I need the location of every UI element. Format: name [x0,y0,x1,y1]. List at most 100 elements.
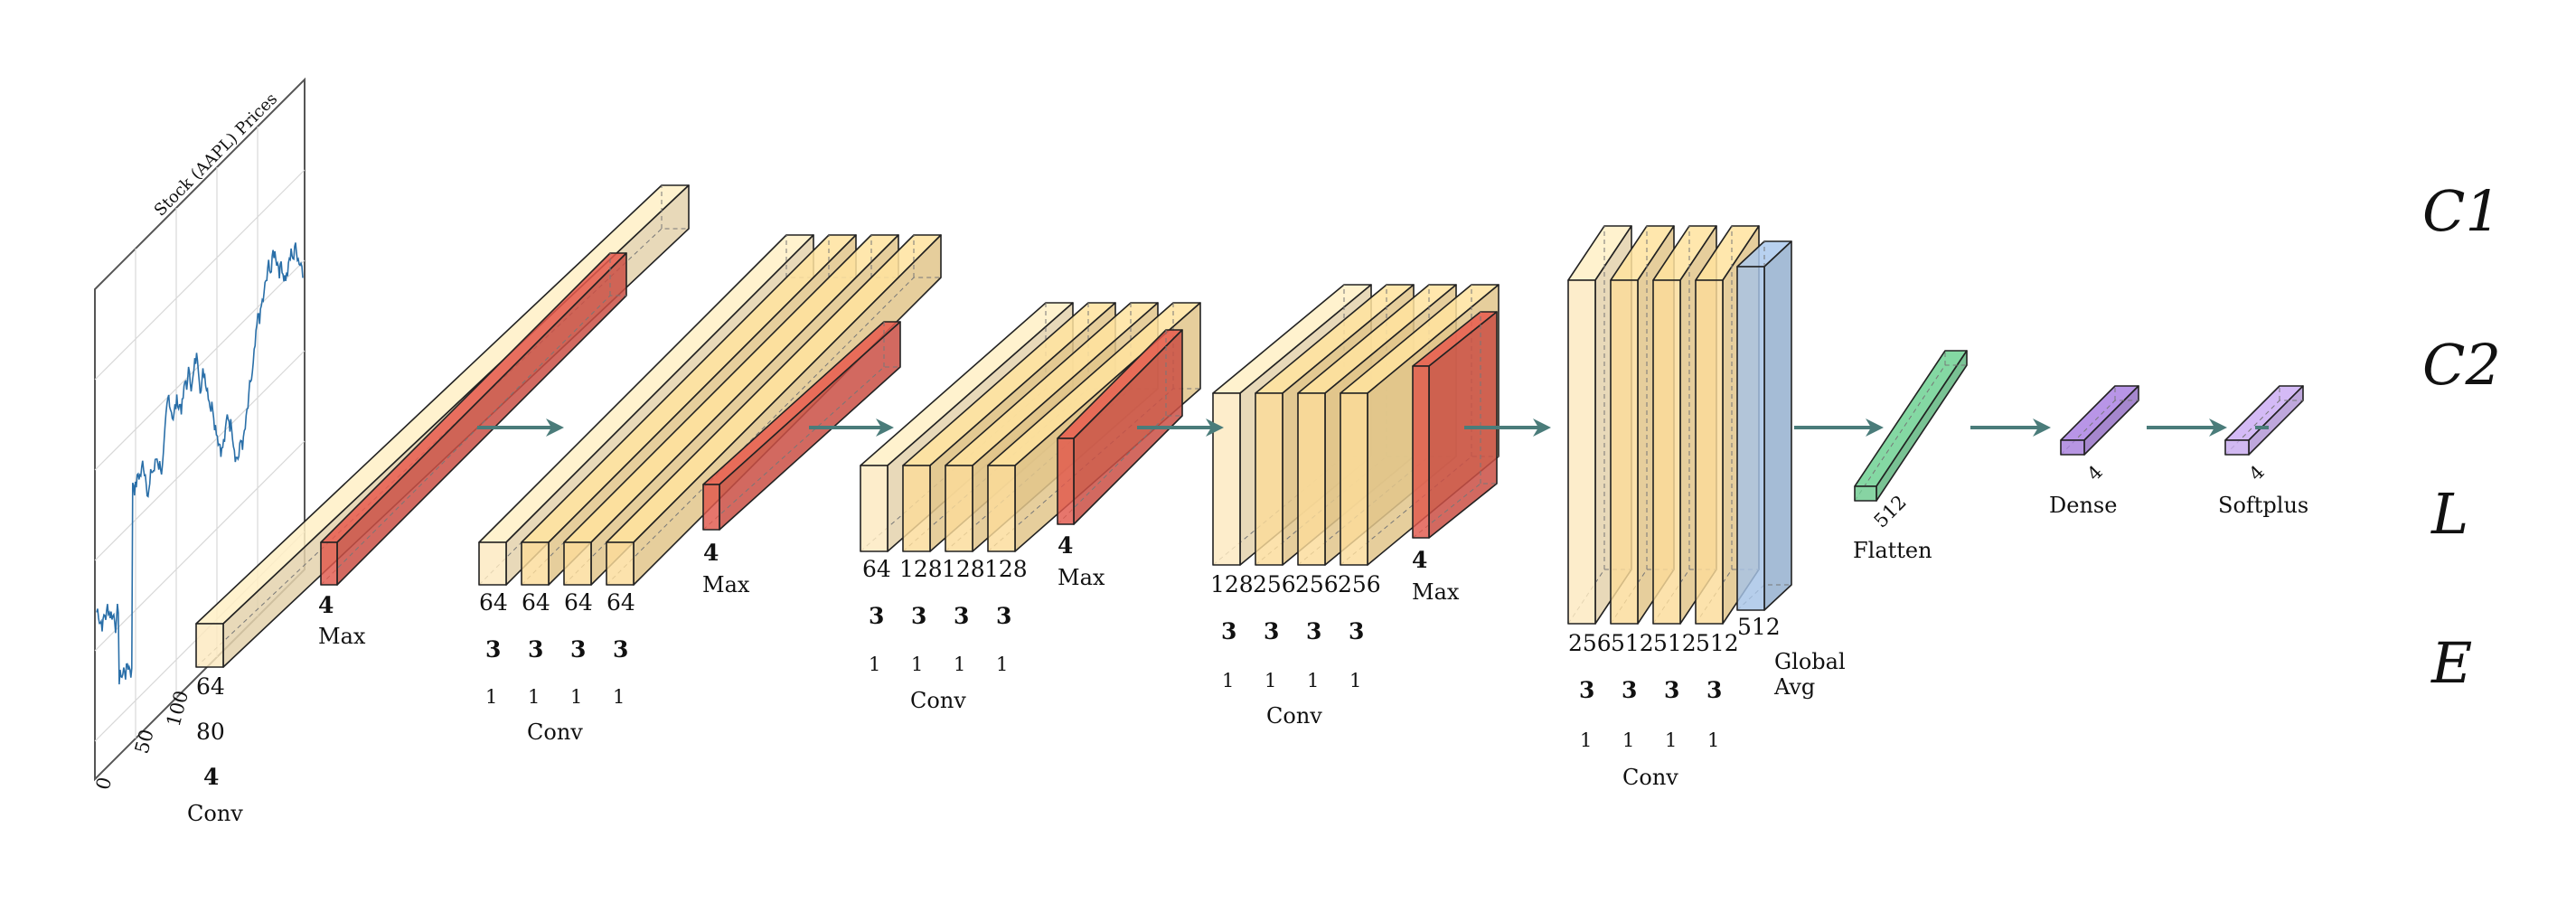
block2-kernel: 3 [528,636,543,663]
pool-layer-p3 [1057,329,1183,525]
pool-layer-p3-front [1057,437,1075,525]
output-e: E [2430,630,2472,696]
pool3-name: Max [1058,565,1105,590]
flatten-layer-hidden-edges [1854,351,1967,502]
block1-labels: 64 80 4 Conv [187,673,243,826]
block4-stride: 1 [1222,670,1234,691]
block3-name: Conv [910,688,966,713]
block4-stride: 1 [1307,670,1319,691]
pool4-labels: 4 Max [1412,547,1460,605]
conv-layer-b2-2-front [521,541,550,586]
conv-layer-b4-4-front [1340,392,1368,566]
block5-kernel: 3 [1664,677,1679,703]
block1-channels: 64 [196,673,225,700]
pool-layer-p4 [1412,311,1498,539]
flatten-layer [1854,350,1968,502]
flatten-layer-side [1876,350,1968,502]
block4-kernel: 3 [1221,618,1236,644]
block2-channel: 64 [479,589,508,616]
pool-layer-p2-hidden-edges [702,322,900,531]
conv-layer-b5-3-front [1652,279,1681,625]
block3-kernel: 3 [954,603,969,629]
conv-layer-b1-front [195,623,224,668]
global-avg-layer [1736,240,1792,611]
pool1-name: Max [318,624,366,649]
block3-kernel: 3 [869,603,884,629]
block4-kernel: 3 [1349,618,1364,644]
dense-labels: 4 Dense [2049,461,2117,518]
pool-layer-p1-front [320,541,338,586]
pool1-labels: 4 Max [318,592,366,649]
pool-layer-p3-hidden-edges [1057,330,1182,525]
block3-kernel: 3 [996,603,1011,629]
pool-layer-p4-hidden-edges [1412,312,1497,539]
flatten-layer-top [1854,350,1968,487]
softplus-name: Softplus [2218,493,2308,518]
block2-channel: 64 [606,589,635,616]
softplus-layer-hidden-edges [2224,386,2303,456]
block4-channel: 256 [1253,571,1296,597]
pool-layer-p1 [320,252,627,586]
conv-layer-b3-3-front [945,465,973,552]
global-avg-name: Avg [1773,674,1815,700]
block2-labels: 64 64 64 64 3 3 3 3 1 1 1 1 Conv [479,589,635,745]
block3-stride: 1 [911,654,923,675]
dense-layer [2060,385,2139,456]
block4-kernel: 3 [1306,618,1321,644]
dense-layer-hidden-edges [2060,386,2139,456]
block5-kernel: 3 [1706,677,1722,703]
conv-layer-b3-4-front [987,465,1016,552]
flatten-name: Flatten [1853,538,1932,563]
block3-kernel: 3 [911,603,926,629]
block3-stride: 1 [869,654,880,675]
block5-channel: 512 [1653,630,1697,656]
input-plot-xtick: 0 [92,775,117,792]
global-avg-layer-side [1763,240,1792,611]
block5-channel: 512 [1696,630,1739,656]
output-c1: C1 [2422,178,2501,244]
softplus-layer-front [2224,439,2250,456]
input-plot-grid [94,127,306,742]
pool-layer-p2-front [702,484,720,531]
conv-layer-b3-1-front [860,465,888,552]
block4-channel: 256 [1338,571,1381,597]
block5-stride: 1 [1665,729,1677,751]
global-avg-labels: 512 Global Avg [1737,614,1846,700]
block2-name: Conv [527,720,583,745]
pool-layer-p4-front [1412,365,1430,539]
global-avg-layer-front [1736,266,1765,611]
block5-stride: 1 [1622,729,1634,751]
block5-stride: 1 [1707,729,1719,751]
output-symbols: C1 C2 L E [2422,178,2501,696]
block4-name: Conv [1266,703,1322,729]
price-series-line [96,242,304,685]
conv-layer-b3-2-front [902,465,931,552]
block4-kernel: 3 [1264,618,1279,644]
layer-boxes [195,184,2304,668]
block2-stride: 1 [570,686,582,708]
block3-channel: 64 [862,556,891,582]
conv-layer-b5-4-front [1695,279,1724,625]
block5-labels: 256 512 512 512 3 3 3 3 1 1 1 1 Conv [1568,630,1739,790]
block5-name: Conv [1622,765,1678,790]
block5-channel: 512 [1611,630,1654,656]
block1-size: 80 [196,719,225,745]
flatten-labels: 512 Flatten [1853,491,1932,563]
conv-layer-b2-4-front [606,541,635,586]
global-avg-name: Global [1774,649,1846,674]
block3-labels: 64 128 128 128 3 3 3 3 1 1 1 1 Conv [862,556,1028,713]
conv-layer-b2-4-hidden-edges [606,235,941,586]
dense-name: Dense [2049,493,2117,518]
block1-kernel: 4 [203,764,219,790]
pool2-labels: 4 Max [702,540,750,597]
softplus-size: 4 [2245,461,2269,484]
block3-stride: 1 [996,654,1008,675]
block2-stride: 1 [613,686,625,708]
block3-channel: 128 [899,556,943,582]
conv-layer-b2-1-front [478,541,507,586]
pool2-size: 4 [703,540,719,566]
global-avg-size: 512 [1737,614,1781,640]
block5-stride: 1 [1580,729,1592,751]
conv-layer-b4-2-front [1255,392,1283,566]
